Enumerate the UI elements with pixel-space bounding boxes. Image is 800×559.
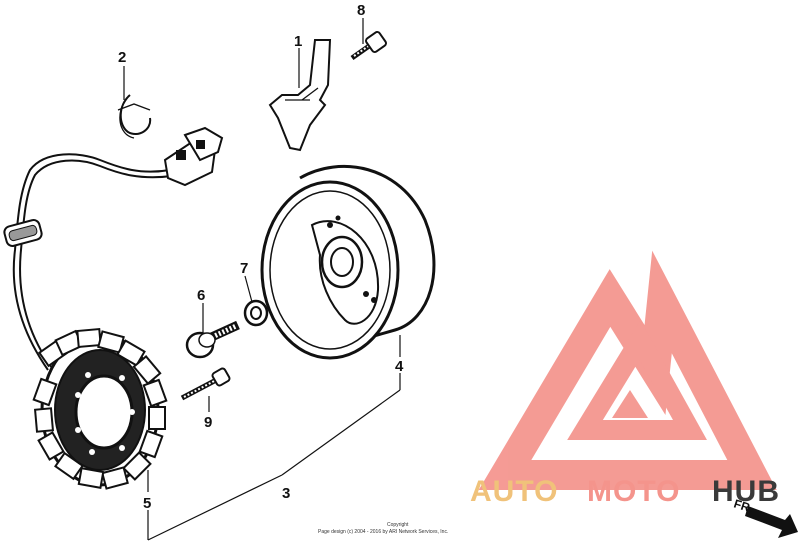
bracket <box>268 39 332 152</box>
part-label-4: 4 <box>395 358 404 375</box>
fr-label: FR. <box>732 497 755 516</box>
bolt-6 <box>185 320 240 359</box>
brand-hub: HUB <box>712 475 780 508</box>
bolt-8 <box>350 31 387 61</box>
stator <box>32 327 168 490</box>
leader-lines <box>123 18 401 541</box>
copyright-line-1: Copyright <box>387 522 409 528</box>
part-label-7: 7 <box>240 260 248 277</box>
part-label-9: 9 <box>204 414 212 431</box>
brand-moto: MOTO <box>587 475 680 508</box>
wire-clamp <box>117 94 152 139</box>
washer-7 <box>243 299 269 327</box>
part-label-6: 6 <box>197 287 205 304</box>
wire-connector <box>163 126 224 187</box>
part-label-8: 8 <box>357 2 365 19</box>
part-label-5: 5 <box>143 495 151 512</box>
part-label-3: 3 <box>282 485 290 502</box>
part-label-1: 1 <box>294 33 302 50</box>
stator-wire-harness <box>3 153 173 371</box>
flywheel <box>260 164 436 360</box>
copyright-line-2: Page design (c) 2004 - 2016 by ARI Netwo… <box>318 529 448 535</box>
part-label-2: 2 <box>118 49 126 66</box>
front-direction-arrow: FR. <box>732 497 798 538</box>
automotohub-logo <box>478 250 777 490</box>
screw-9 <box>180 367 231 401</box>
brand-auto: AUTO <box>470 475 558 508</box>
